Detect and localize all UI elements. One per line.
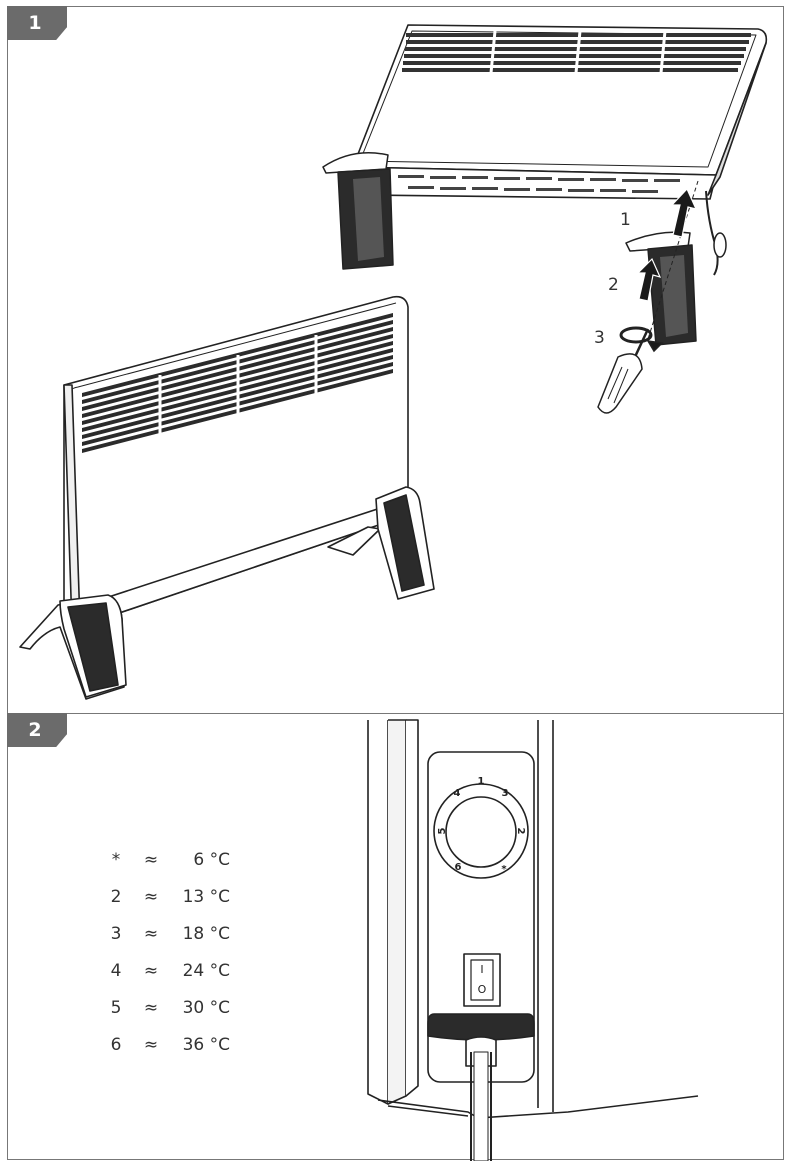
dial-markings: 1 3 2 4 5 6 * <box>437 776 526 875</box>
temperature-row: 3 ≈18 °C <box>100 915 230 952</box>
step-label-1: 1 <box>620 210 631 230</box>
approx-symbol: ≈ <box>143 849 159 870</box>
figure-panel-1: 1 <box>7 6 784 714</box>
assembly-arrows <box>636 187 698 302</box>
setting-label: 4 <box>110 960 122 981</box>
temperature-row: 2 ≈13 °C <box>100 878 230 915</box>
setting-label: 5 <box>110 997 122 1018</box>
temperature-value: 6 °C <box>193 849 230 870</box>
power-switch[interactable] <box>470 959 494 1001</box>
step-2-arrow <box>636 257 662 302</box>
dial-mark-4: 4 <box>454 788 461 799</box>
step-label-3: 3 <box>594 328 605 348</box>
switch-off-symbol: O <box>478 983 487 996</box>
dial-mark-5: 5 <box>437 827 448 834</box>
temperature-value: 24 °C <box>182 960 230 981</box>
dial-mark-2: 2 <box>515 828 526 835</box>
temperature-row: 6 ≈36 °C <box>100 1026 230 1063</box>
left-foot-mounted <box>322 152 394 270</box>
approx-symbol: ≈ <box>143 886 159 907</box>
setting-label: * <box>111 849 121 870</box>
setting-label: 2 <box>110 886 122 907</box>
approx-symbol: ≈ <box>143 960 159 981</box>
cord-outlet <box>427 1013 535 1041</box>
dial-mark-6: 6 <box>455 862 462 873</box>
control-panel-illustration: 1 3 2 4 5 6 * I O <box>367 719 699 1161</box>
screwdriver-step-3 <box>597 326 664 414</box>
switch-on-symbol: I <box>480 963 483 976</box>
thermostat-knob[interactable] <box>445 796 517 868</box>
switch-symbols: I O <box>478 963 487 996</box>
badge-label: 1 <box>28 12 42 34</box>
step-1-arrow <box>670 187 698 238</box>
approx-symbol: ≈ <box>143 1034 159 1055</box>
heater-frame-left <box>367 720 389 1105</box>
dial-mark-1: 1 <box>478 776 485 787</box>
approx-symbol: ≈ <box>143 923 159 944</box>
temperature-value: 13 °C <box>182 886 230 907</box>
temperature-value: 30 °C <box>182 997 230 1018</box>
heater-assembly-illustration <box>19 24 768 700</box>
setting-label: 3 <box>110 923 122 944</box>
inverted-heater <box>352 24 768 200</box>
temperature-value: 18 °C <box>182 923 230 944</box>
upright-heater <box>19 295 435 700</box>
approx-symbol: ≈ <box>143 997 159 1018</box>
dial-mark-3: 3 <box>502 788 509 799</box>
temperature-row: 5 ≈30 °C <box>100 989 230 1026</box>
power-cord <box>470 1052 492 1161</box>
right-foot-being-mounted <box>625 190 727 346</box>
temperature-row: 4 ≈24 °C <box>100 952 230 989</box>
step-label-2: 2 <box>608 275 619 295</box>
figure-number-badge-2: 2 <box>7 713 67 747</box>
dial-mark-star: * <box>501 864 507 875</box>
setting-label: 6 <box>110 1034 122 1055</box>
temperature-table: * ≈6 °C 2 ≈13 °C 3 ≈18 °C 4 ≈24 °C 5 ≈30 °C 6 ≈36 °… <box>100 841 230 1063</box>
figure-number-badge-1: 1 <box>7 6 67 40</box>
temperature-row: * ≈6 °C <box>100 841 230 878</box>
badge-label: 2 <box>28 719 42 741</box>
temperature-value: 36 °C <box>182 1034 230 1055</box>
